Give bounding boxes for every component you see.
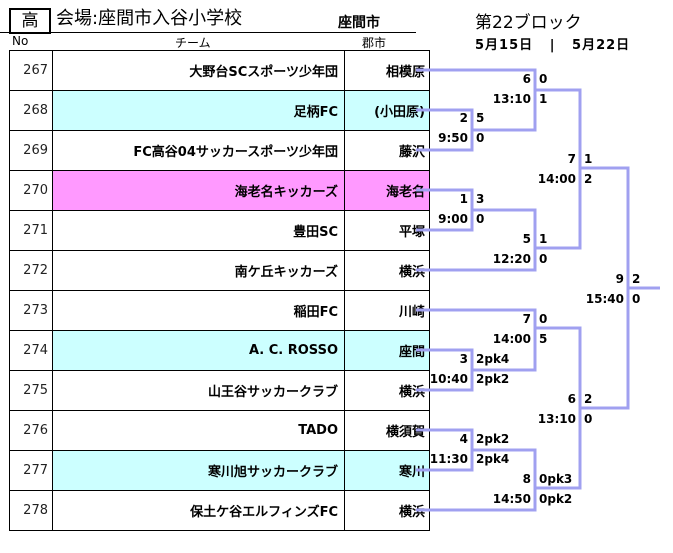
bracket-match-9: [580, 166, 630, 410]
match-number: 6: [567, 392, 576, 406]
match-time: 15:40: [585, 292, 624, 306]
score-bottom: 2pk4: [476, 452, 510, 466]
bracket-match-7a: [535, 88, 582, 250]
column-header-no: No: [12, 34, 29, 48]
match-time: 14:50: [492, 492, 531, 506]
match-number: 8: [522, 472, 531, 486]
score-bottom: 0: [476, 131, 485, 145]
score-top: 2: [584, 392, 593, 406]
team-city: 平塚: [344, 210, 430, 251]
match-number: 2: [459, 111, 468, 125]
team-name: 保土ケ谷エルフィンズFC: [52, 490, 345, 531]
match-number: 4: [459, 432, 468, 446]
match-number: 5: [522, 232, 531, 246]
team-number: 268: [9, 90, 53, 131]
venue-title: 会場:座間市入谷小学校: [56, 8, 243, 29]
match-time: 10:40: [429, 372, 468, 386]
team-city: 横浜: [344, 370, 430, 411]
match-time: 14:00: [492, 332, 531, 346]
bracket-match-8: [416, 448, 537, 512]
column-header-city: 郡市: [362, 36, 387, 50]
level-badge: 高: [9, 8, 51, 34]
bracket-match-6b: [535, 326, 582, 490]
team-number: 274: [9, 330, 53, 371]
score-bottom: 0: [632, 292, 641, 306]
team-city: 相模原: [344, 50, 430, 91]
team-city: 海老名: [344, 170, 430, 211]
match-number: 3: [459, 352, 468, 366]
match-time: 14:00: [537, 172, 576, 186]
team-name: TADO: [52, 410, 345, 451]
city-heading: 座間市: [338, 15, 380, 31]
match-number: 7: [567, 152, 576, 166]
match-number: 7: [522, 312, 531, 326]
block-title: 第22ブロック: [475, 13, 582, 33]
team-city: 寒川: [344, 450, 430, 491]
score-bottom: 0pk2: [539, 492, 573, 506]
match-dates: 5月15日 | 5月22日: [475, 38, 631, 53]
team-name: 大野台SCスポーツ少年団: [52, 50, 345, 91]
score-top: 0pk3: [539, 472, 573, 486]
match-number: 6: [522, 72, 531, 86]
score-top: 0: [539, 72, 548, 86]
bracket-match-5: [416, 208, 537, 272]
score-bottom: 1: [539, 92, 548, 106]
team-city: 藤沢: [344, 130, 430, 171]
match-time: 13:10: [492, 92, 531, 106]
header-divider: [0, 32, 416, 33]
score-top: 1: [584, 152, 593, 166]
score-bottom: 5: [539, 332, 548, 346]
bracket-match-7b: [416, 308, 537, 372]
team-city: 横須賀: [344, 410, 430, 451]
match-time: 9:50: [438, 131, 468, 145]
team-number: 278: [9, 490, 53, 531]
match-time: 9:00: [438, 212, 468, 226]
bracket-match-6a: [416, 68, 537, 132]
match-number: 1: [459, 192, 468, 206]
team-name: 南ケ丘キッカーズ: [52, 250, 345, 291]
team-name: FC高谷04サッカースポーツ少年団: [52, 130, 345, 171]
score-bottom: 0: [584, 412, 593, 426]
match-time: 13:10: [537, 412, 576, 426]
score-top: 1: [539, 232, 548, 246]
score-top: 5: [476, 111, 485, 125]
score-bottom: 0: [539, 252, 548, 266]
score-bottom: 2: [584, 172, 593, 186]
score-top: 0: [539, 312, 548, 326]
score-top: 2: [632, 272, 641, 286]
team-city: (小田原): [344, 90, 430, 131]
match-time: 12:20: [492, 252, 531, 266]
match-time: 11:30: [429, 452, 468, 466]
team-name: 豊田SC: [52, 210, 345, 251]
team-city: 座間: [344, 330, 430, 371]
score-top: 3: [476, 192, 485, 206]
score-top: 2pk4: [476, 352, 510, 366]
team-city: 川崎: [344, 290, 430, 331]
score-bottom: 0: [476, 212, 485, 226]
score-bottom: 2pk2: [476, 372, 510, 386]
team-number: 271: [9, 210, 53, 251]
team-name: 海老名キッカーズ: [52, 170, 345, 211]
team-name: A. C. ROSSO: [52, 330, 345, 371]
match-number: 9: [615, 272, 624, 286]
score-top: 2pk2: [476, 432, 510, 446]
column-header-team: チーム: [175, 36, 211, 50]
team-number: 270: [9, 170, 53, 211]
team-number: 275: [9, 370, 53, 411]
